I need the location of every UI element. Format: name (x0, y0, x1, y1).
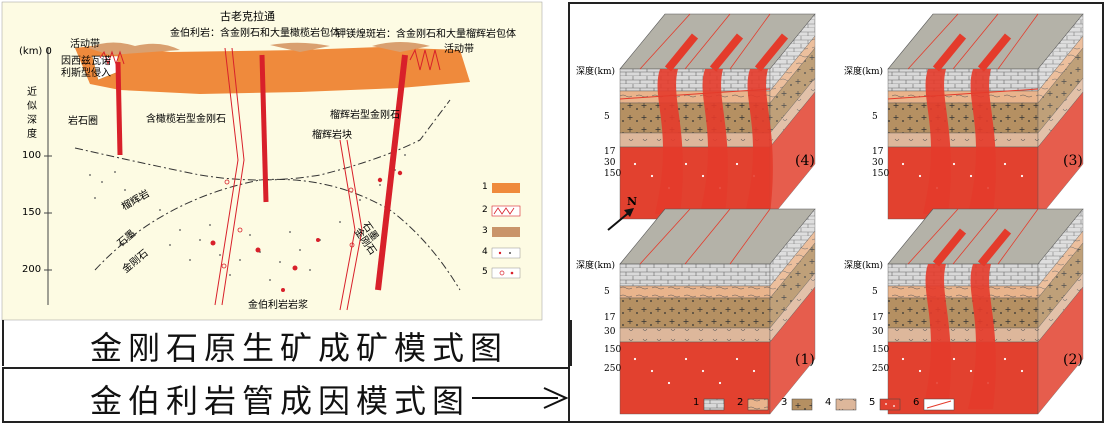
block-diagram-1 (619, 13, 816, 220)
legend-r-4: 4 (825, 397, 832, 408)
depth-tick: 30 (872, 158, 884, 168)
depth-tick: 30 (604, 158, 616, 168)
dyke-right (375, 54, 408, 291)
depth-axis-label: 近似深度 (27, 87, 37, 140)
kimberlite-diagram (607, 13, 1084, 415)
legend-num-2: 2 (482, 205, 488, 215)
label-gulaoketongtong: 古老克拉通 (220, 10, 275, 23)
dyke-center (259, 54, 269, 203)
label-kimberlite-desc: 金伯利岩：含金刚石和大量橄榄岩包体 (170, 28, 340, 39)
depth-tick: 17 (604, 147, 616, 157)
legend-num-1: 1 (482, 182, 488, 192)
legend-r-2: 2 (737, 397, 744, 408)
north-label: N (627, 195, 638, 208)
depth-tick: 250 (604, 364, 622, 374)
depth-tick: 5 (872, 287, 878, 297)
depth-unit: (km) 0 (19, 46, 52, 57)
block-diagram-4 (887, 208, 1084, 415)
label-activity-left: 活动带 (70, 39, 100, 50)
depth-tick: 5 (872, 112, 878, 122)
arrow-right-icon (472, 387, 568, 409)
depth-tick: 17 (604, 313, 616, 323)
folded-belt-left (99, 50, 125, 66)
kimberlite-legend (703, 398, 955, 411)
folded-belt-right (409, 48, 441, 71)
kimberlite-conduit-2 (339, 139, 356, 311)
label-eclogite-block: 榴辉岩块 (312, 130, 352, 141)
caption-primary: 金刚石原生矿成矿模式图 (90, 329, 509, 367)
depth-tick: 250 (872, 364, 890, 374)
legend-r-1: 1 (693, 397, 700, 408)
depth-tick: 150 (872, 169, 890, 179)
label-lamproite-desc: 钾镁煌斑岩：含金刚石和大量榴辉岩包体 (336, 29, 516, 40)
depth-label-1: 深度(km) (576, 67, 616, 77)
label-lithosphere: 岩石圈 (68, 116, 98, 127)
panel-id-label: (3) (1063, 153, 1083, 169)
panel-id-label: (4) (795, 153, 815, 169)
depth-label-2: 深度(km) (844, 67, 884, 77)
legend-r-3: 3 (781, 397, 788, 408)
legend-num-3: 3 (482, 226, 488, 236)
depth-tick-150: 150 (22, 207, 42, 218)
depth-label-3: 深度(km) (576, 261, 616, 271)
caption-frame-primary (2, 320, 572, 366)
depth-tick-100: 100 (22, 150, 42, 161)
depth-tick: 150 (872, 345, 890, 355)
caption-frame-kimberlite (2, 367, 570, 423)
legend-num-4: 4 (482, 247, 488, 257)
north-arrow-icon (607, 208, 634, 231)
kimberlite-conduit-1 (214, 47, 239, 306)
right-frame (568, 2, 1104, 423)
label-eclogite-diamond: 榴辉岩型金刚石 (330, 110, 400, 121)
depth-label-4: 深度(km) (844, 261, 884, 271)
panel-id-label: (1) (795, 352, 815, 368)
legend-r-5: 5 (869, 397, 876, 408)
depth-tick: 150 (604, 345, 622, 355)
depth-tick: 17 (872, 147, 884, 157)
depth-tick: 5 (604, 287, 610, 297)
depth-tick-200: 200 (22, 264, 42, 275)
lithosphere-base (74, 99, 451, 181)
label-peridotite-diamond: 含橄榄岩型金刚石 (146, 114, 226, 125)
label-activity-right: 活动带 (444, 44, 474, 55)
label-magma: 金伯利岩岩浆 (248, 300, 308, 311)
primary-legend (491, 183, 521, 279)
legend-num-5: 5 (482, 267, 488, 277)
block-diagram-3 (619, 208, 816, 415)
block-diagram-2 (887, 13, 1084, 220)
depth-tick: 5 (604, 112, 610, 122)
depth-tick: 17 (872, 313, 884, 323)
caption-kimberlite: 金伯利岩管成因模式图 (90, 382, 471, 420)
crust-band (75, 44, 470, 94)
label-intrusion: 因西兹瓦诺利斯型侵入 (61, 56, 111, 79)
legend-r-6: 6 (913, 397, 920, 408)
depth-tick: 30 (604, 327, 616, 337)
panel-id-label: (2) (1063, 352, 1083, 368)
depth-tick: 30 (872, 327, 884, 337)
primary-deposit-diagram (1, 1, 543, 321)
depth-tick: 150 (604, 169, 622, 179)
dyke-left (115, 61, 123, 156)
